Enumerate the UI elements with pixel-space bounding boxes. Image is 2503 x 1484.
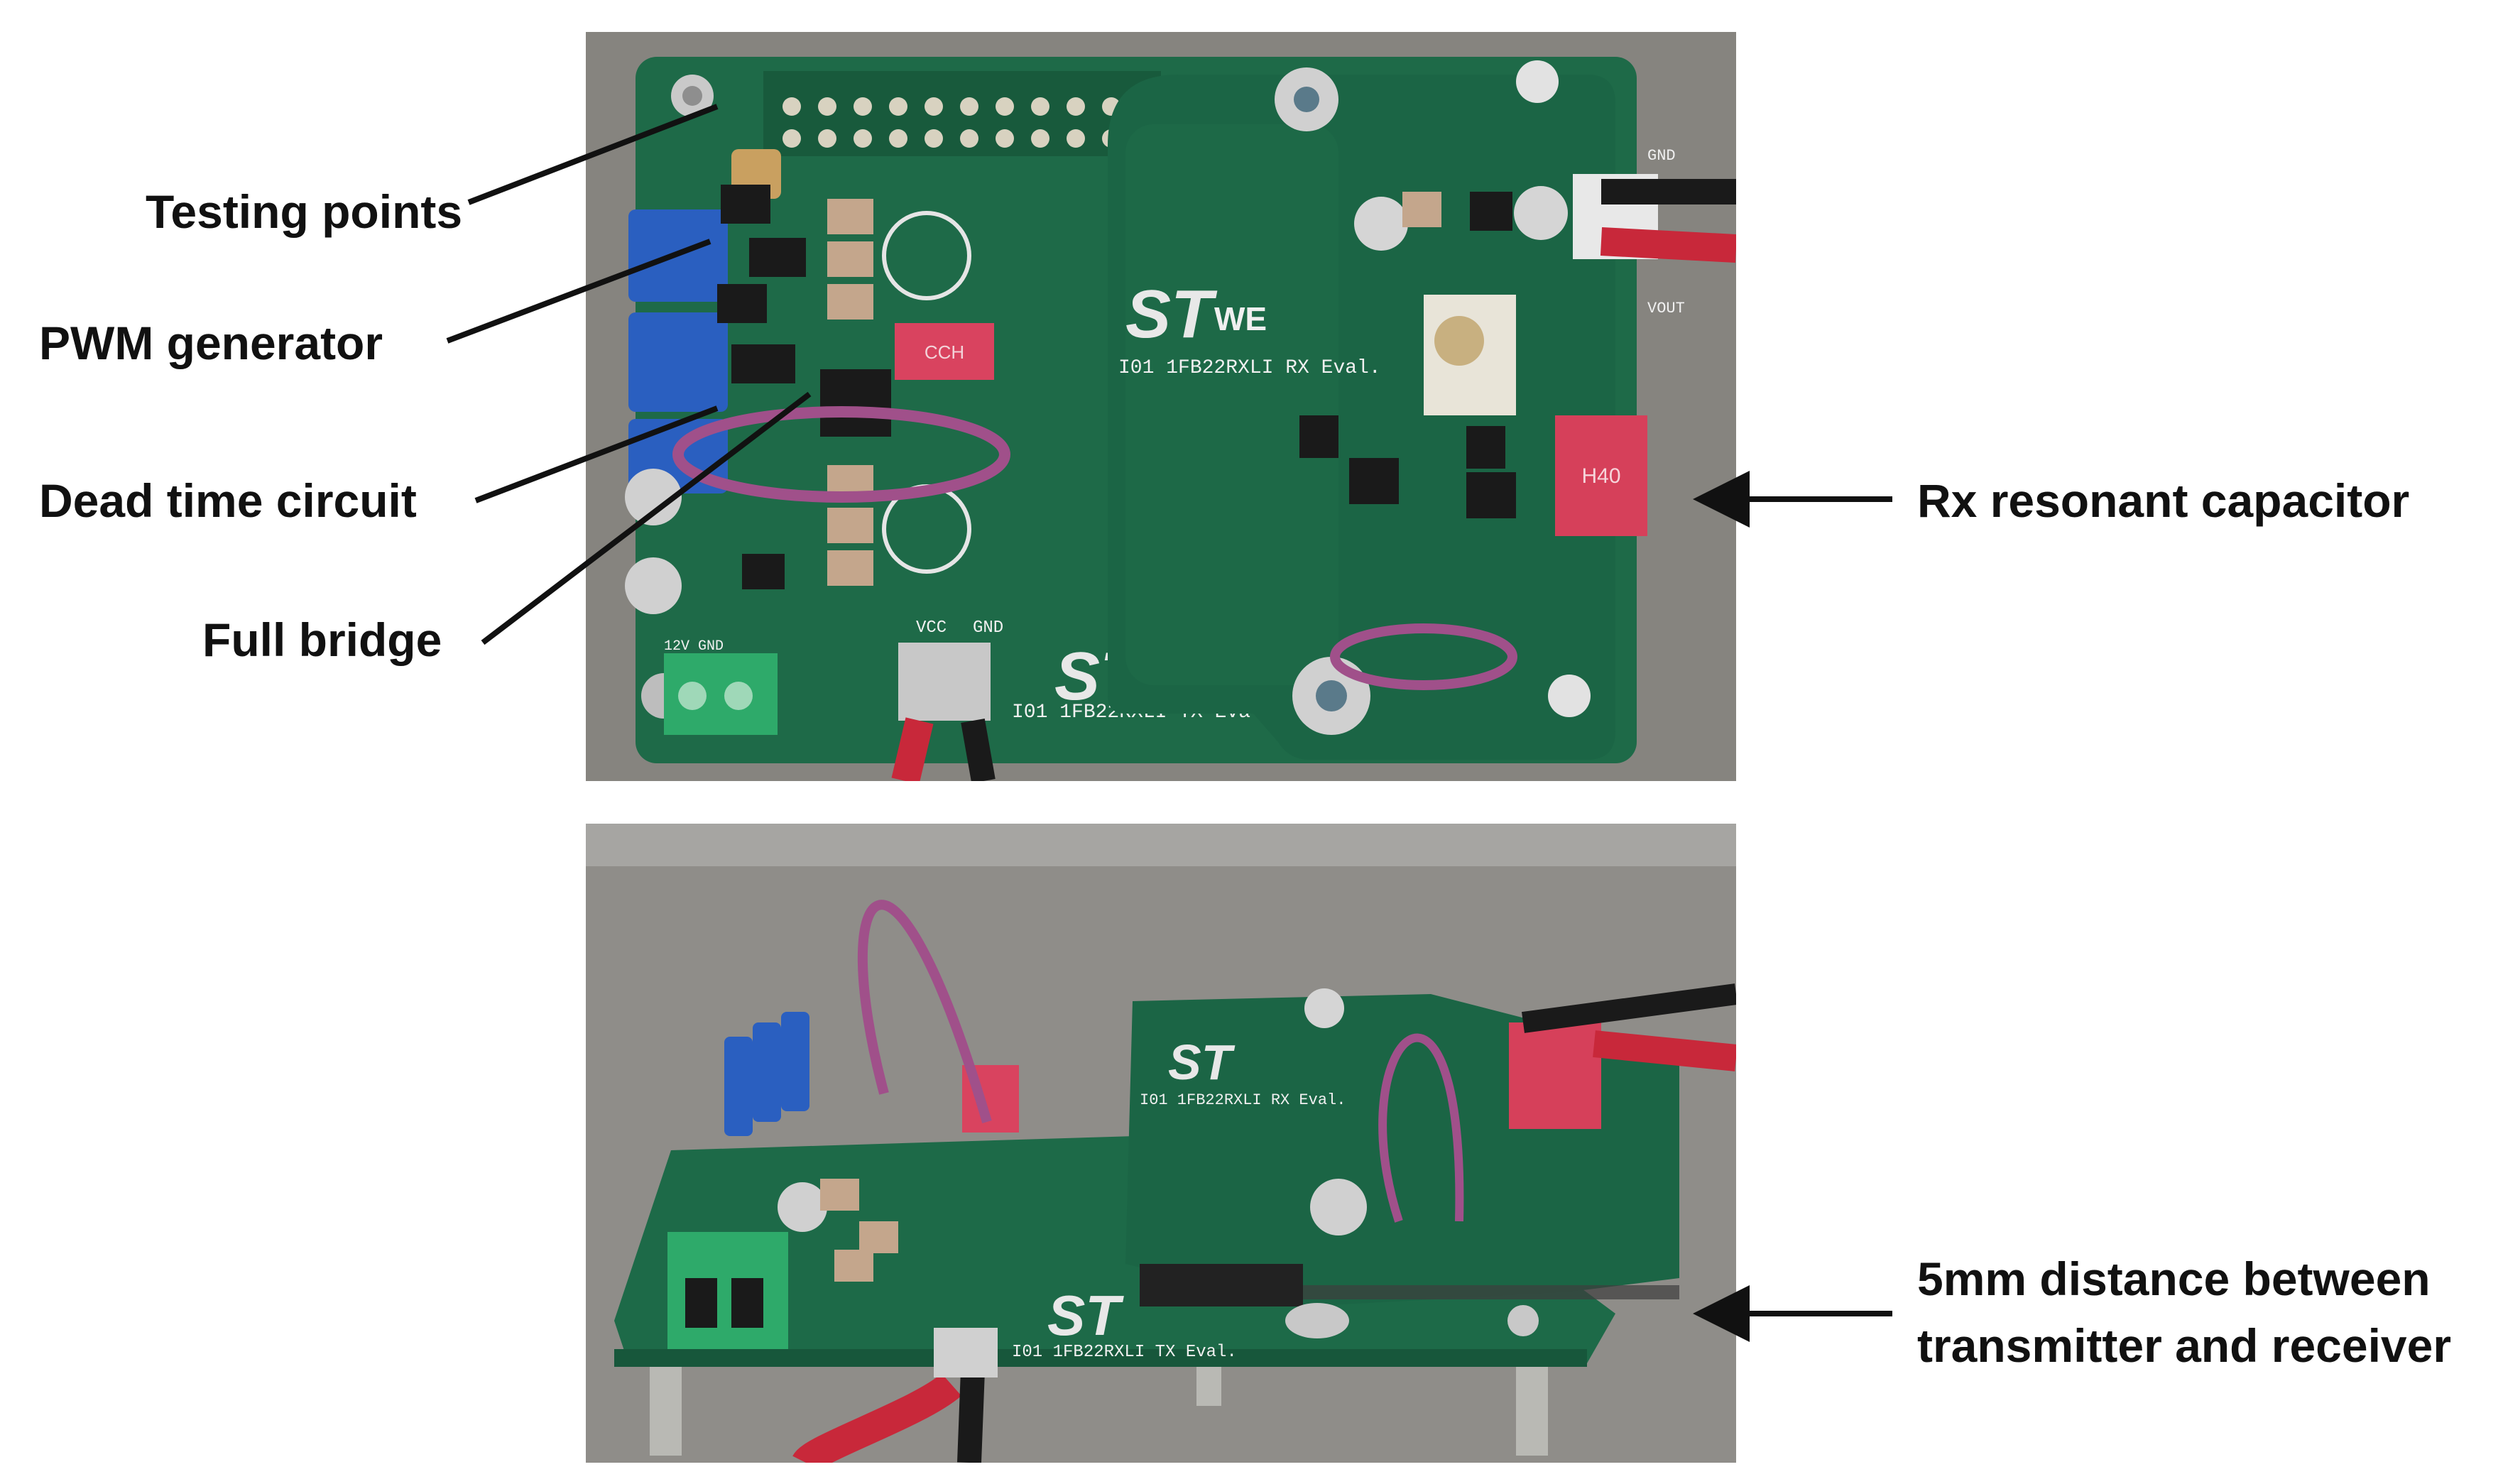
vout-marking: VOUT [1647,300,1685,317]
dead-time-circuit-arrow [474,405,719,503]
full-bridge-arrow [481,391,812,645]
label-dead-time-circuit: Dead time circuit [39,474,417,527]
testing-points-header [763,71,1161,156]
side-rx-board-marking: I01 1FB22RXLI RX Eval. [1140,1091,1346,1109]
label-distance-line2: transmitter and receiver [1917,1319,2452,1372]
rx-we-logo: WE [1214,300,1267,337]
label-testing-points: Testing points [146,185,463,238]
side-rx-st-logo: ST [1168,1035,1236,1090]
gnd-out-marking: GND [1647,147,1676,165]
testing-points-arrow [467,104,719,205]
side-tx-st-logo: ST [1047,1284,1124,1347]
rx-cap-marking: H40 [1581,464,1620,488]
side-tx-board-marking: I01 1FB22RXLI TX Eval. [1012,1343,1237,1362]
label-pwm-generator: PWM generator [39,317,383,369]
tx-cap-marking: CCH [925,342,964,363]
side-view-photo: ST I01 1FB22RXLI TX Eval. ST I01 1FB22RX… [586,824,1736,1463]
label-distance-line1: 5mm distance between [1917,1253,2431,1305]
rx-board-marking: I01 1FB22RXLI RX Eval. [1118,357,1381,379]
rx-board: GND VOUT H40 ST WE I01 1FB22RXLI RX Eval… [1108,60,1736,760]
tx-coil-wire [672,406,1010,503]
gnd-marking: GND [973,618,1003,638]
rx-coil-wire [1330,623,1517,690]
top-view-photo: CCH VCC GND 12V GND ST I01 1FB22RXLI TX … [586,32,1736,781]
label-rx-resonant-capacitor: Rx resonant capacitor [1917,474,2410,527]
label-full-bridge: Full bridge [202,613,442,666]
vcc-marking: VCC [916,618,947,638]
rx-st-logo: ST [1125,276,1218,352]
rx-resonant-capacitor [1555,415,1647,536]
supply-marking: 12V GND [664,638,724,655]
pwm-generator-arrow [446,239,711,344]
